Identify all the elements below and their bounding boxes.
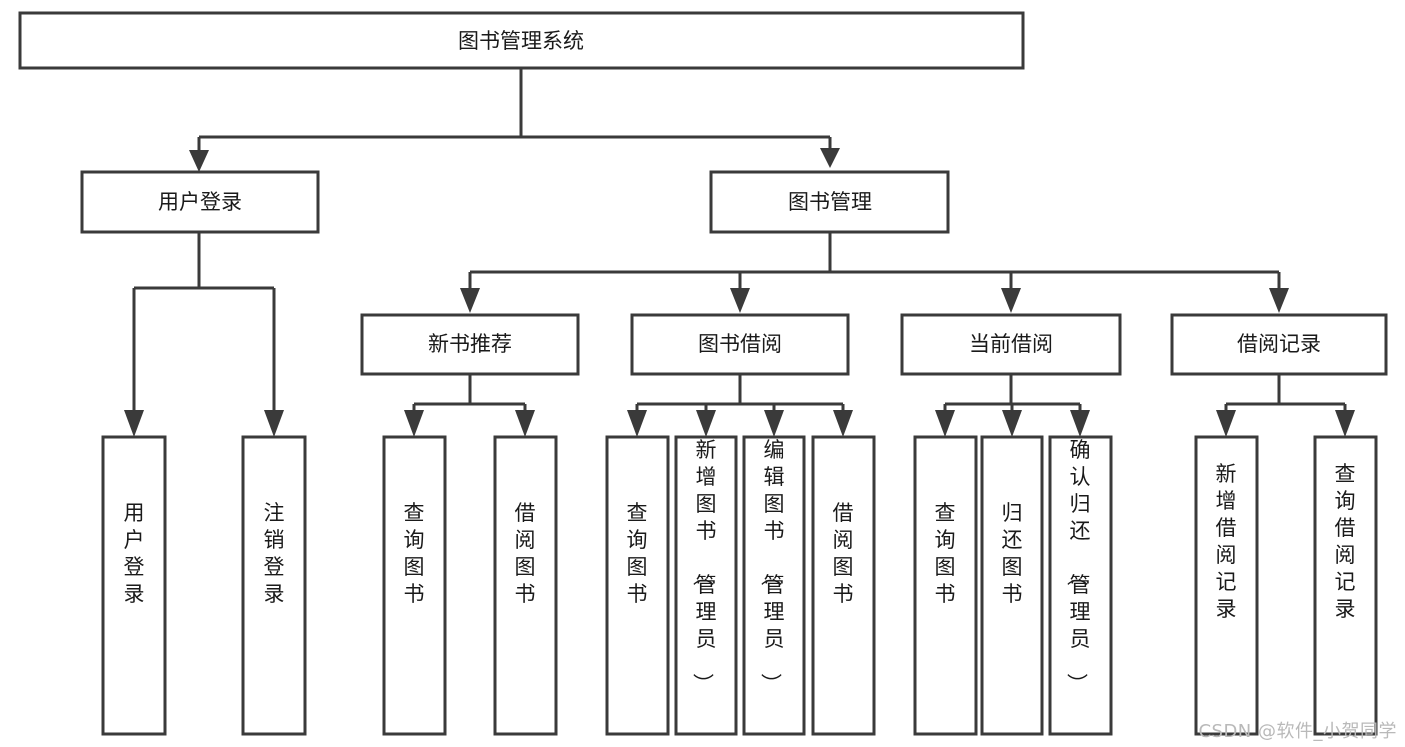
node-book-management-box[interactable]: [709, 170, 950, 234]
node-borrow-record-label: 借阅记录: [1237, 332, 1321, 356]
arrowhead-current-borrow: [1001, 288, 1021, 313]
arrowhead-borrow-record: [1269, 288, 1289, 313]
leaf-book-borrow-2-label: 编辑图书（管理员）: [759, 438, 785, 694]
node-new-book-recommend-label: 新书推荐: [428, 332, 512, 356]
node-book-borrow-box[interactable]: [630, 313, 850, 376]
arrowhead-nb-leaf-1: [404, 410, 424, 437]
node-root-box[interactable]: [18, 11, 1025, 70]
leaf-new-book-1-label: 借阅图书: [515, 501, 536, 606]
leaf-current-borrow-0-label: 查询图书: [935, 501, 956, 606]
leaf-book-borrow-3-box[interactable]: [811, 435, 876, 736]
leaf-borrow-record-0[interactable]: 新增借阅记录: [1194, 435, 1259, 736]
arrowhead-bb-leaf-3: [764, 410, 784, 437]
arrowhead-nb-leaf-2: [515, 410, 535, 437]
connector-group: [124, 68, 1355, 437]
leaf-book-borrow-1[interactable]: 新增图书（管理员）: [674, 435, 738, 736]
arrowhead-book-mgmt: [820, 148, 840, 168]
leaf-book-borrow-1-box[interactable]: [674, 435, 738, 736]
leaf-current-borrow-2[interactable]: 确认归还（管理员）: [1048, 435, 1113, 736]
leaf-book-borrow-0[interactable]: 查询图书: [605, 435, 670, 736]
leaf-book-borrow-3-label: 借阅图书: [833, 501, 854, 606]
leaf-current-borrow-1-label: 归还图书: [1002, 501, 1023, 606]
leaf-current-borrow-2-label: 确认归还（管理员）: [1065, 438, 1091, 694]
leaf-current-borrow-1-box[interactable]: [980, 435, 1044, 736]
arrowhead-new-book: [460, 288, 480, 313]
node-borrow-record[interactable]: 借阅记录: [1170, 313, 1388, 376]
node-root-label: 图书管理系统: [458, 29, 584, 53]
leaf-borrow-record-1-label: 查询借阅记录: [1335, 462, 1356, 621]
leaf-user-login-1[interactable]: 注销登录: [241, 435, 307, 736]
leaf-current-borrow-0-box[interactable]: [913, 435, 978, 736]
leaf-borrow-record-0-label: 新增借阅记录: [1216, 462, 1237, 621]
arrowhead-cb-leaf-2: [1002, 410, 1022, 437]
arrowhead-user-login: [189, 150, 209, 172]
leaf-borrow-record-0-box[interactable]: [1194, 435, 1259, 736]
leaf-user-login-0-label: 用户登录: [124, 501, 145, 606]
leaf-user-login-1-label: 注销登录: [264, 501, 285, 606]
leaf-new-book-1[interactable]: 借阅图书: [493, 435, 558, 736]
leaf-new-book-0-label: 查询图书: [404, 501, 425, 606]
leaf-book-borrow-0-label: 查询图书: [627, 501, 648, 606]
arrowhead-leaf-logout: [264, 410, 284, 437]
leaf-book-borrow-1-label: 新增图书（管理员）: [691, 438, 717, 694]
node-borrow-record-box[interactable]: [1170, 313, 1388, 376]
arrowhead-br-leaf-1: [1216, 410, 1236, 437]
node-user-login-box[interactable]: [80, 170, 320, 234]
arrowhead-leaf-user-login: [124, 410, 144, 437]
node-user-login-label: 用户登录: [158, 190, 242, 214]
node-book-borrow-label: 图书借阅: [698, 332, 782, 356]
leaf-book-borrow-2-box[interactable]: [742, 435, 806, 736]
node-root[interactable]: 图书管理系统: [18, 11, 1025, 70]
node-new-book-recommend-box[interactable]: [360, 313, 580, 376]
leaf-current-borrow-1[interactable]: 归还图书: [980, 435, 1044, 736]
arrowhead-bb-leaf-1: [627, 410, 647, 437]
leaf-user-login-0[interactable]: 用户登录: [101, 435, 167, 736]
leaf-new-book-0[interactable]: 查询图书: [382, 435, 447, 736]
leaf-user-login-0-box[interactable]: [101, 435, 167, 736]
leaf-current-borrow-0[interactable]: 查询图书: [913, 435, 978, 736]
leaf-current-borrow-2-box[interactable]: [1048, 435, 1113, 736]
leaf-borrow-record-1[interactable]: 查询借阅记录: [1313, 435, 1378, 736]
node-book-management-label: 图书管理: [788, 190, 872, 214]
arrowhead-bb-leaf-4: [833, 410, 853, 437]
leaf-book-borrow-0-box[interactable]: [605, 435, 670, 736]
arrowhead-book-borrow: [730, 288, 750, 313]
node-current-borrow[interactable]: 当前借阅: [900, 313, 1122, 376]
arrowhead-br-leaf-2: [1335, 410, 1355, 437]
node-book-management[interactable]: 图书管理: [709, 170, 950, 234]
leaf-borrow-record-1-box[interactable]: [1313, 435, 1378, 736]
node-new-book-recommend[interactable]: 新书推荐: [360, 313, 580, 376]
csdn-watermark: CSDN @软件_小贺同学: [1198, 721, 1397, 742]
leaf-new-book-0-box[interactable]: [382, 435, 447, 736]
arrowhead-cb-leaf-3: [1070, 410, 1090, 437]
leaf-book-borrow-2[interactable]: 编辑图书（管理员）: [742, 435, 806, 736]
leaf-new-book-1-box[interactable]: [493, 435, 558, 736]
leaf-user-login-1-box[interactable]: [241, 435, 307, 736]
node-current-borrow-box[interactable]: [900, 313, 1122, 376]
node-current-borrow-label: 当前借阅: [969, 332, 1053, 356]
node-book-borrow[interactable]: 图书借阅: [630, 313, 850, 376]
arrowhead-bb-leaf-2: [696, 410, 716, 437]
leaf-book-borrow-3[interactable]: 借阅图书: [811, 435, 876, 736]
node-user-login[interactable]: 用户登录: [80, 170, 320, 234]
arrowhead-cb-leaf-1: [935, 410, 955, 437]
